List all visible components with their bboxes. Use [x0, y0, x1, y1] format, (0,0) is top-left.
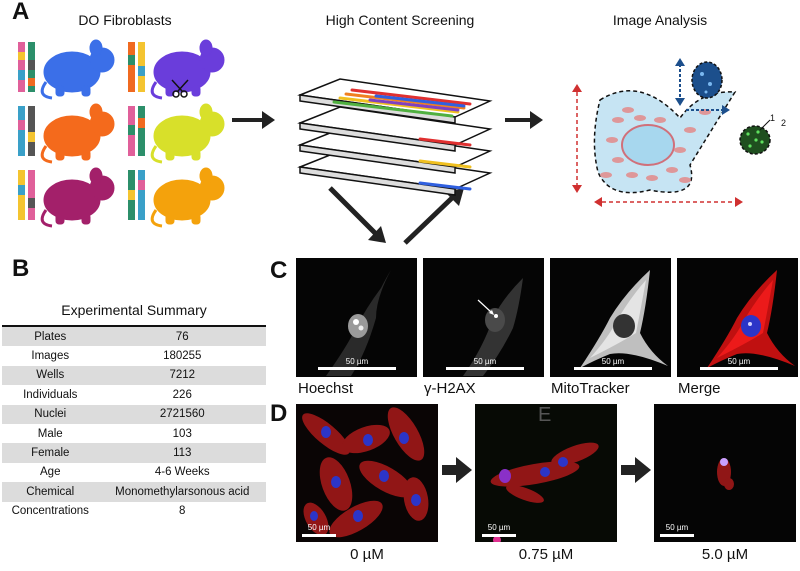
row-value: 2721560 [159, 408, 205, 421]
panel-label-b: B [12, 255, 30, 282]
channel-label-merge: Merge [678, 380, 721, 397]
mouse-icon [150, 102, 226, 164]
arrow-icon [505, 111, 543, 129]
concentration-label-0: 0 µM [350, 546, 384, 563]
table-row: Female 113 [2, 443, 266, 463]
table-row: Individuals 226 [2, 385, 266, 405]
row-label: Chemical [26, 485, 75, 498]
arrow-icon [442, 457, 472, 483]
scale-bar [482, 534, 516, 537]
foci-nucleus-icon [739, 119, 771, 155]
nucleus-icon [675, 58, 730, 115]
scale-bar [318, 367, 396, 370]
scale-bar [574, 367, 652, 370]
scale-bar [660, 534, 694, 537]
mouse-icon [40, 166, 116, 228]
scale-bar [700, 367, 778, 370]
arrow-icon [232, 111, 275, 129]
scale-bar-label: 50 µm [473, 357, 497, 366]
scale-bar [446, 367, 524, 370]
experimental-summary-title: Experimental Summary [61, 302, 207, 318]
gamma-h2ax-image [423, 258, 544, 377]
row-label: Concentrations [11, 505, 89, 518]
row-value: 103 [172, 427, 192, 440]
zero-um-image [296, 404, 438, 542]
table-row: Concentrations 8 [2, 501, 266, 521]
channel-label-gamma-h2ax: γ-H2AX [424, 380, 476, 397]
table-row: Chemical Monomethylarsonous acid [2, 482, 266, 502]
mouse-icon [40, 102, 116, 164]
row-value: 4-6 Weeks [154, 466, 210, 479]
concentration-label-5: 5.0 µM [701, 546, 749, 563]
panel-label-a: A [12, 0, 30, 25]
panel-a-illustration [18, 38, 771, 245]
mouse-icon [150, 38, 226, 100]
channel-label-mitotracker: MitoTracker [551, 380, 630, 397]
scale-bar-label: 50 µm [487, 523, 511, 532]
table-row: Nuclei 2721560 [2, 404, 266, 424]
row-label: Plates [34, 330, 67, 343]
row-label: Wells [36, 369, 65, 382]
row-value: 76 [175, 330, 189, 343]
measurement-arrow-icon [572, 84, 743, 207]
row-label: Images [31, 350, 70, 363]
nucleus-marker-1: 1 [770, 113, 776, 123]
mouse-icon [40, 38, 116, 100]
scale-bar-label: 50 µm [601, 357, 625, 366]
table-top-rule [2, 325, 266, 327]
table-row: Plates 76 [2, 327, 266, 347]
experimental-summary-table: Plates 76 Images 180255 Wells 7212 Individu… [2, 327, 266, 521]
row-value: 113 [173, 447, 192, 460]
row-value: 8 [179, 505, 186, 518]
arrow-icon [403, 188, 464, 245]
arrow-icon [328, 186, 386, 243]
row-label: Female [31, 447, 70, 460]
mouse-icon [150, 166, 226, 228]
point-seventy-five-um-image [475, 404, 617, 542]
panel-label-c: C [270, 257, 288, 284]
row-label: Nuclei [34, 408, 67, 421]
merge-image [677, 258, 798, 377]
image-analysis-title: Image Analysis [612, 12, 708, 28]
channel-label-hoechst: Hoechst [298, 380, 354, 397]
scale-bar-label: 50 µm [665, 523, 689, 532]
scale-bar-label: 50 µm [727, 357, 751, 366]
table-row: Wells 7212 [2, 365, 266, 386]
high-content-screening-title: High Content Screening [325, 12, 475, 28]
row-label: Individuals [23, 388, 78, 401]
scale-bar-label: 50 µm [307, 523, 331, 532]
concentration-label-0-75: 0.75 µM [518, 546, 574, 563]
scissors-icon [171, 79, 189, 98]
row-value: 7212 [169, 369, 196, 382]
row-value: 226 [172, 388, 192, 401]
table-row: Images 180255 [2, 346, 266, 366]
five-um-image [654, 404, 796, 542]
scale-bar [302, 534, 336, 537]
row-value: 180255 [163, 350, 202, 363]
scale-bar-label: 50 µm [345, 357, 369, 366]
do-fibroblasts-title: DO Fibroblasts [78, 12, 172, 28]
genotype-bars-icon [18, 42, 145, 220]
nucleus-marker-2: 2 [781, 118, 787, 128]
hoechst-image [296, 258, 417, 377]
table-row: Age 4-6 Weeks [2, 462, 266, 483]
cell-outline-icon [593, 90, 737, 194]
plate-wells-icon [332, 88, 472, 191]
mitotracker-image [550, 258, 671, 377]
table-row: Male 103 [2, 423, 266, 444]
row-label: Age [40, 466, 61, 479]
panel-label-e: E [538, 404, 552, 426]
row-label: Male [37, 427, 63, 440]
row-value: Monomethylarsonous acid [115, 485, 250, 498]
arrow-icon [621, 457, 651, 483]
panel-label-d: D [270, 400, 288, 427]
